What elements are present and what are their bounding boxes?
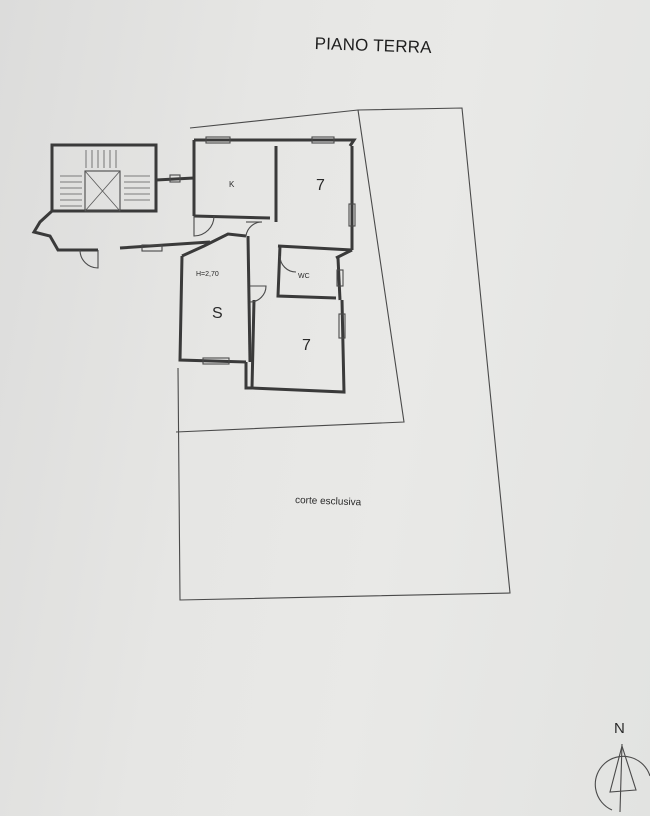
lot-boundary — [177, 107, 511, 601]
room-label-living: S — [212, 305, 223, 322]
stair-core — [50, 143, 158, 213]
entrance-landing — [31, 176, 211, 269]
door-swings — [193, 215, 297, 303]
windows — [141, 136, 356, 365]
room-label-bedroom-1: 7 — [316, 177, 325, 194]
room-label-bedroom-2: 7 — [302, 337, 311, 354]
room-label-kitchen: K — [229, 180, 235, 189]
north-arrow: N — [594, 720, 650, 813]
compass-north-label: N — [614, 720, 625, 737]
room-label-height: H=2,70 — [196, 271, 219, 278]
courtyard-boundary — [175, 109, 405, 433]
apartment-walls — [178, 138, 357, 394]
room-label-wc: WC — [298, 273, 310, 280]
yard-label: corte esclusiva — [295, 495, 362, 508]
